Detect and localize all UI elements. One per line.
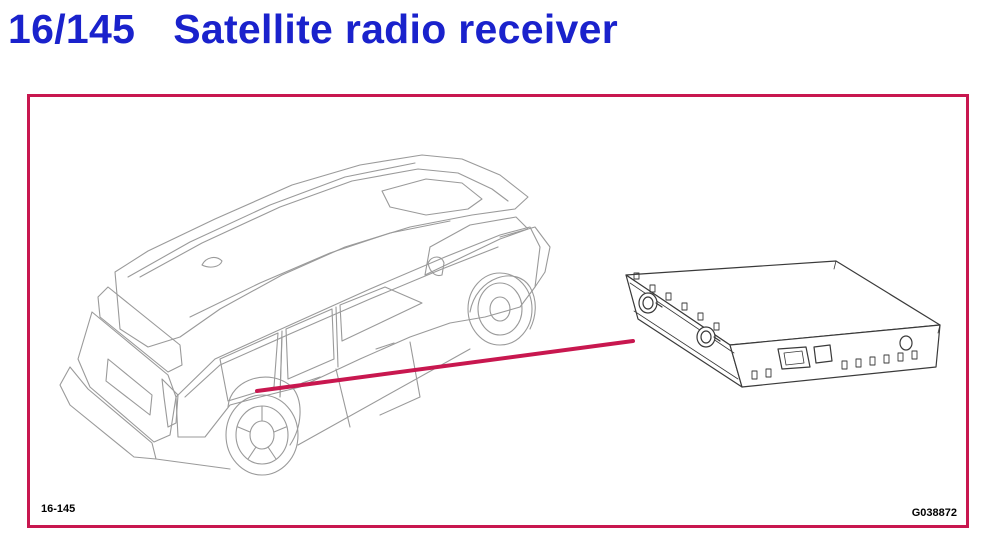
suv-hood [499,226,551,288]
suv-window-front [339,286,423,342]
suv-tailgate [77,311,177,443]
suv-roof [114,154,529,348]
suv-rear-window [97,286,183,373]
suv-window-mid [285,308,335,380]
satellite-radio-receiver-module-icon [625,260,941,388]
module-front-slots [633,272,720,331]
suv-license-area [105,358,153,416]
section-number: 16/145 [8,6,136,52]
module-side-port [777,346,811,370]
suv-roof-rail-right [189,220,451,318]
suv-door-front [379,341,421,416]
leader-line [255,339,635,393]
figure-reference-right: G038872 [911,507,957,519]
figure-reference-left: 16-145 [41,503,76,515]
suv-sunroof [381,178,483,216]
module-connector-2 [696,326,721,348]
page-title: 16/145 Satellite radio receiver [8,6,618,53]
suv-roof-rail-left [127,162,416,278]
suv-outline-icon [59,154,551,476]
module-side-port-2 [813,344,833,364]
suv-side-body [175,226,541,438]
suv-rear-bumper [59,366,157,460]
module-side-slots [751,350,918,380]
module-side [729,324,941,388]
figure-frame: 16-145 G038872 [27,94,969,528]
suv-windshield [424,216,529,276]
suv-antenna [201,256,223,268]
suv-roof-inner [139,168,509,278]
suv-belt-line [184,246,499,398]
suv-mirror [427,256,445,277]
figure-illustration [59,154,941,476]
module-connector-1 [638,292,663,314]
suv-rear-light [161,378,179,428]
section-title: Satellite radio receiver [173,6,618,52]
suv-front-wheel [467,272,536,346]
